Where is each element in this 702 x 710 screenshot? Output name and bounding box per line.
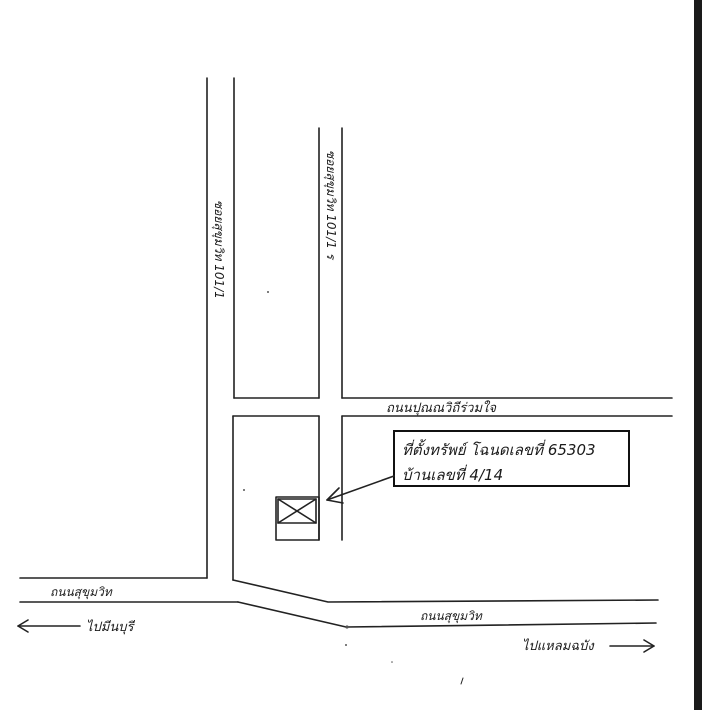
callout-arrow <box>326 475 395 504</box>
sukhumvit-upper-label: ถนนสุขุมวิท <box>50 585 113 600</box>
scan-page-edge <box>694 0 702 710</box>
speck-2 <box>243 489 245 491</box>
direction-left-arrow-head <box>17 619 29 633</box>
property-plot <box>275 496 320 541</box>
speck-6 <box>460 677 464 685</box>
location-line2: บ้านเลขที่ 4/14 <box>402 464 503 484</box>
speck-5 <box>391 661 393 663</box>
sukhumvit-lower-label: ถนนสุขุมวิท <box>420 609 483 624</box>
direction-left: ไปมีนบุรี <box>17 619 135 635</box>
soi-right-label: ซอยสุขุมวิท 101/1 ร <box>323 150 338 261</box>
speck-3 <box>345 625 349 629</box>
property-cross-b <box>277 498 317 524</box>
soi-left-label: ซอยสุขุมวิท 101/1 <box>211 200 226 299</box>
direction-left-label: ไปมีนบุรี <box>86 619 135 635</box>
callout-arrow-shaft <box>326 475 395 501</box>
sukhumvit-north-edge-right <box>232 579 659 603</box>
location-line1: ที่ตั้งทรัพย์ โฉนดเลขที่ 65303 <box>402 439 596 459</box>
soi-right-road <box>318 127 343 541</box>
property-building <box>277 498 317 524</box>
cross-road-label: ถนนปุณณวิถีร่วมใจ <box>386 400 497 416</box>
soi-left-road <box>206 77 235 581</box>
direction-right: ไปแหลมฉบัง <box>522 638 655 654</box>
property-marker <box>275 496 320 541</box>
location-callout-box <box>393 430 630 487</box>
callout-arrow-head <box>326 487 344 504</box>
direction-right-label: ไปแหลมฉบัง <box>522 638 595 654</box>
direction-right-arrow-head <box>643 639 655 653</box>
speck-1 <box>267 291 269 293</box>
cross-road <box>232 397 673 417</box>
speck-4 <box>345 644 347 646</box>
